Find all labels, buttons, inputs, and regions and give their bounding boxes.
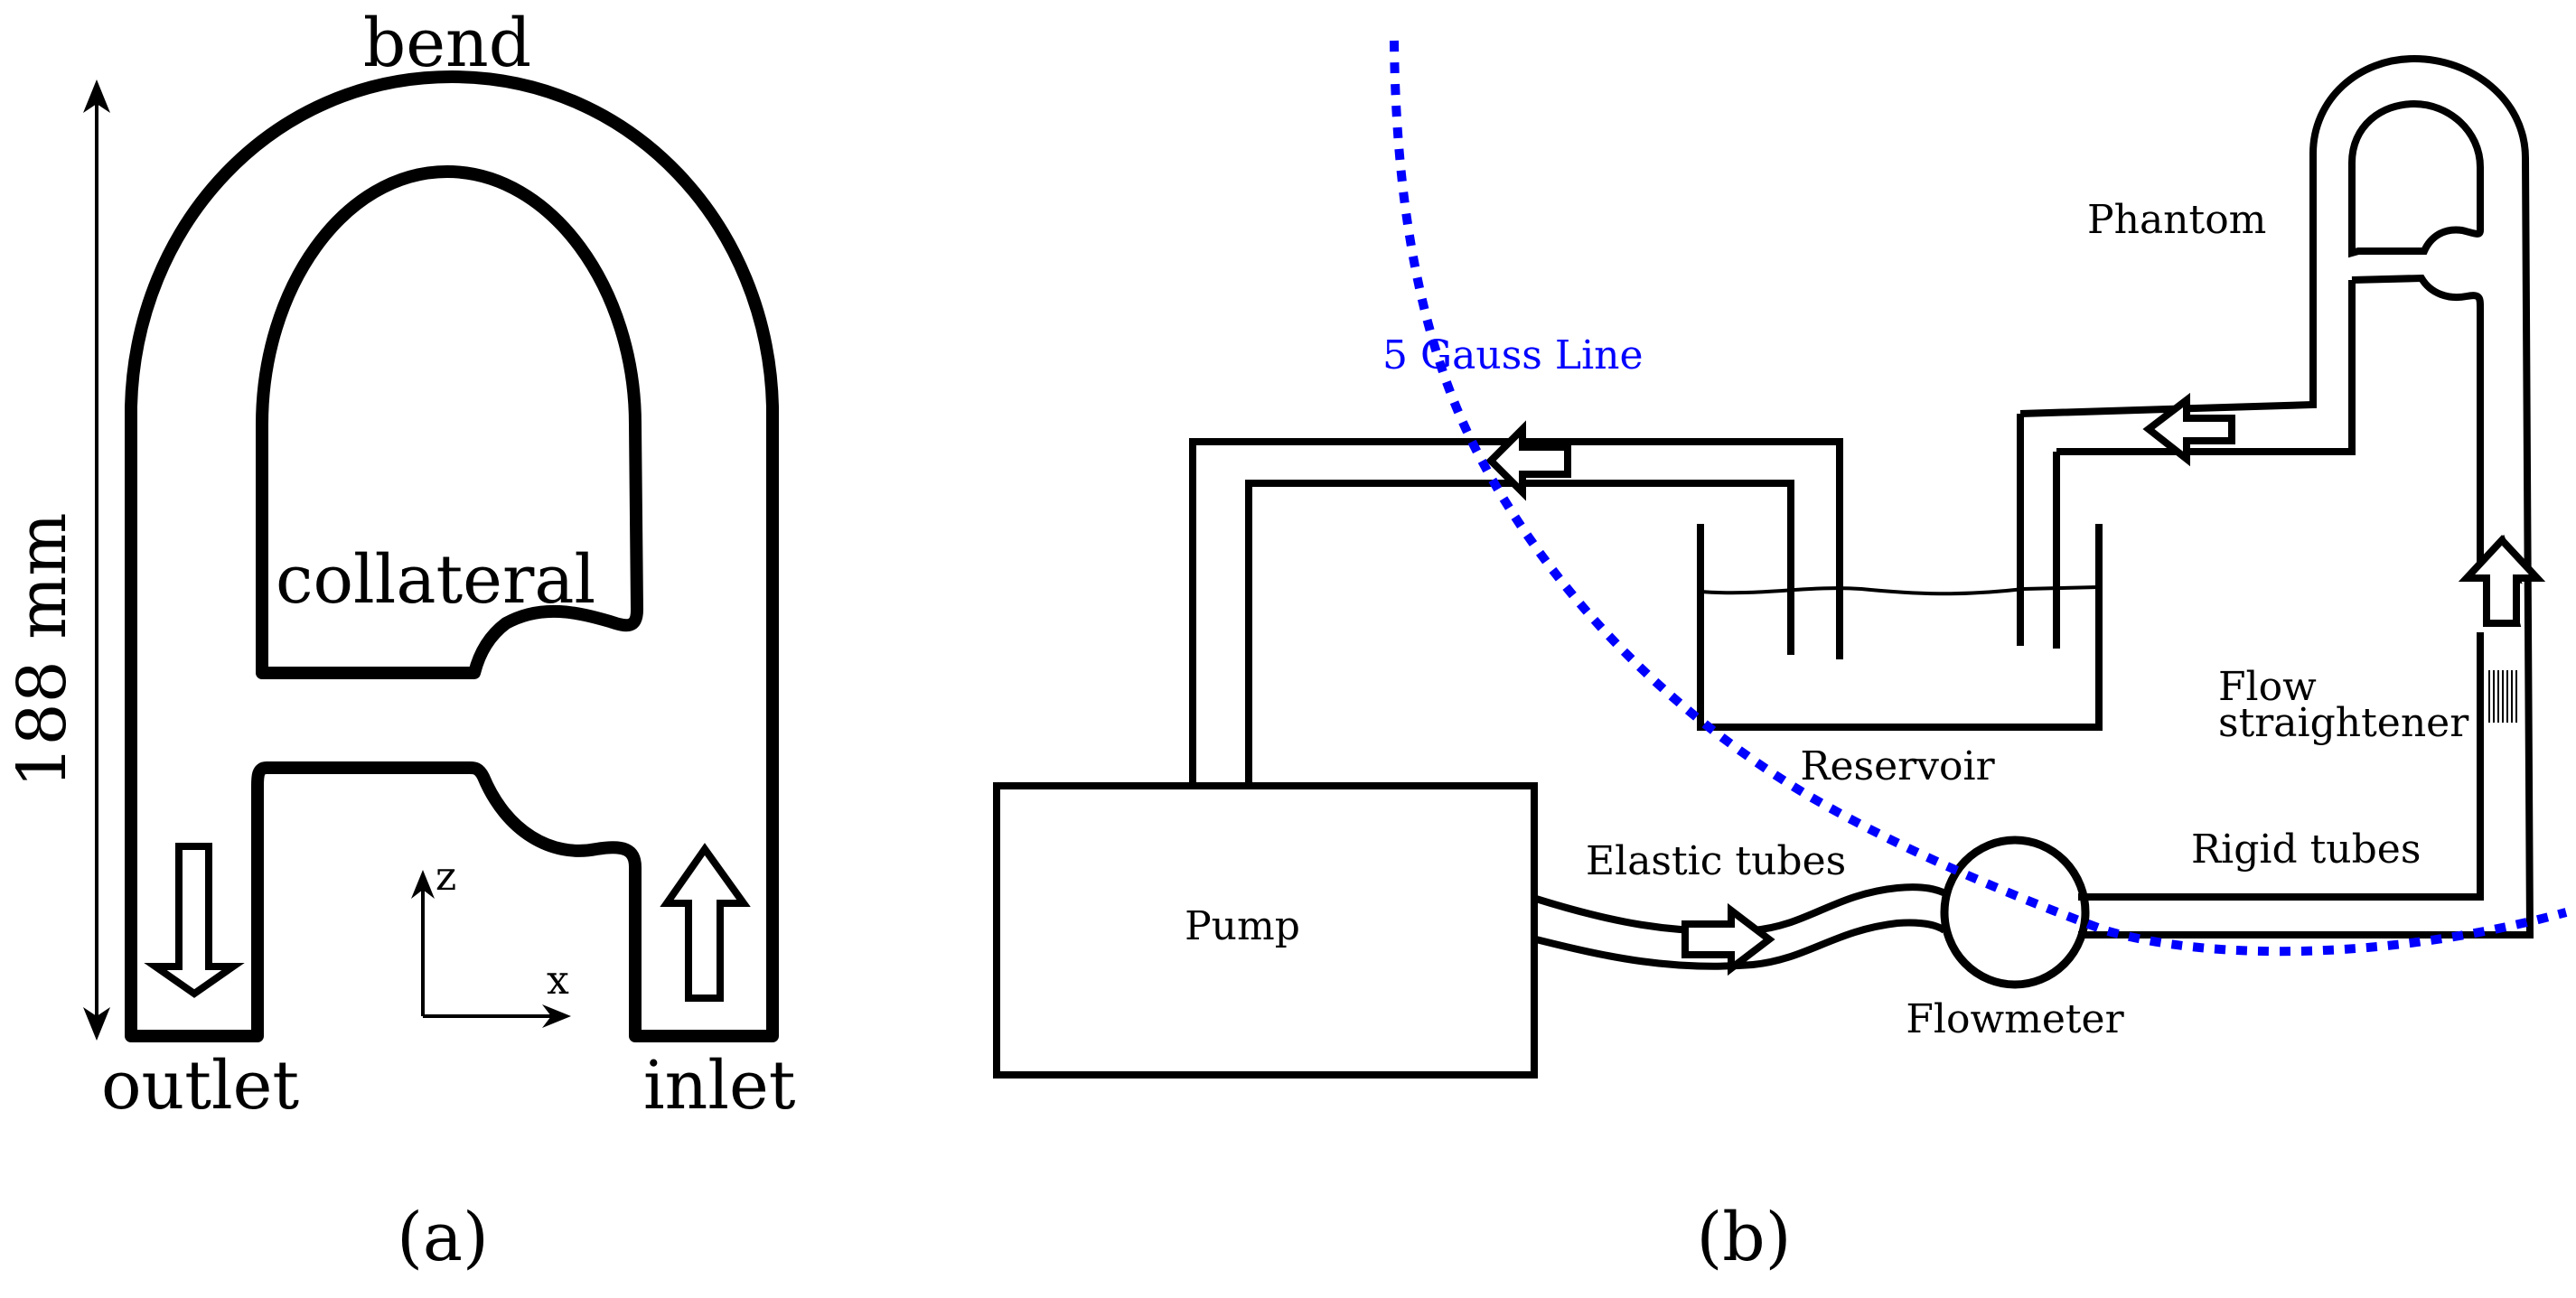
- reservoir-tank: [1697, 524, 2103, 731]
- panel-b-caption: (b): [1696, 1199, 1791, 1276]
- outlet-label: outlet: [101, 1047, 299, 1125]
- elastic-tube-flow-arrow-icon: [1681, 902, 1775, 976]
- inlet-label: inlet: [643, 1047, 796, 1125]
- return-flow-arrow-icon: [1485, 420, 1571, 501]
- z-axis-arrow-icon: [411, 870, 435, 899]
- inlet-flow-arrow-icon: [660, 843, 751, 1002]
- phantom-outlet-pipe-inner: [2056, 280, 2356, 455]
- panel-b: Pump Reservoir Phantom: [993, 40, 2568, 1276]
- phantom-label: Phantom: [2087, 197, 2266, 243]
- dimension-label: 188 mm: [4, 512, 81, 788]
- phantom-mini-outer: [2078, 54, 2534, 938]
- pump-box: [993, 782, 1538, 1079]
- straight-section-flow-arrow-icon: [2458, 535, 2546, 627]
- pump-label: Pump: [1185, 903, 1300, 949]
- phantom-mini-collateral: [2351, 274, 2484, 574]
- reservoir-water-surface: [1700, 585, 2100, 596]
- collateral-label: collateral: [276, 541, 595, 619]
- phantom-inner-wall: [256, 165, 643, 679]
- rigid-tubes-label: Rigid tubes: [2191, 826, 2421, 873]
- return-pipe-inner: [1245, 480, 1794, 786]
- flow-straightener-icon: [2488, 670, 2517, 723]
- phantom-outlet-flow-arrow-icon: [2142, 392, 2235, 467]
- reservoir-label: Reservoir: [1800, 743, 1995, 789]
- flowmeter: [1940, 836, 2090, 989]
- panel-a: 188 mm z x bend collateral outlet inlet …: [4, 5, 796, 1276]
- dimension-arrow-up-icon: [83, 79, 110, 113]
- elastic-tube-lower: [1535, 919, 1947, 970]
- elastic-tubes-label: Elastic tubes: [1586, 838, 1846, 884]
- phantom-mini-inner: [2348, 99, 2484, 258]
- z-axis-label: z: [436, 854, 456, 900]
- phantom-outlet-pipe-outer: [2019, 154, 2317, 417]
- panel-a-caption: (a): [397, 1199, 489, 1276]
- gauss-line: [1390, 40, 2568, 957]
- outlet-flow-arrow-icon: [144, 843, 245, 998]
- flow-straightener-label-line1: Flow: [2218, 664, 2317, 710]
- rigid-tube-inner: [2078, 632, 2484, 901]
- return-pipe-outer: [1189, 438, 1843, 786]
- elastic-tube-upper: [1534, 883, 1949, 935]
- gauss-line-label: 5 Gauss Line: [1382, 332, 1644, 378]
- dimension-arrow-down-icon: [83, 1007, 110, 1041]
- phantom-outer-wall: [125, 70, 779, 1042]
- x-axis-label: x: [547, 957, 569, 1004]
- x-axis-arrow-icon: [542, 1004, 571, 1028]
- flow-straightener-label-line2: straightener: [2218, 700, 2469, 746]
- bend-label: bend: [363, 5, 531, 82]
- flowmeter-label: Flowmeter: [1906, 996, 2124, 1042]
